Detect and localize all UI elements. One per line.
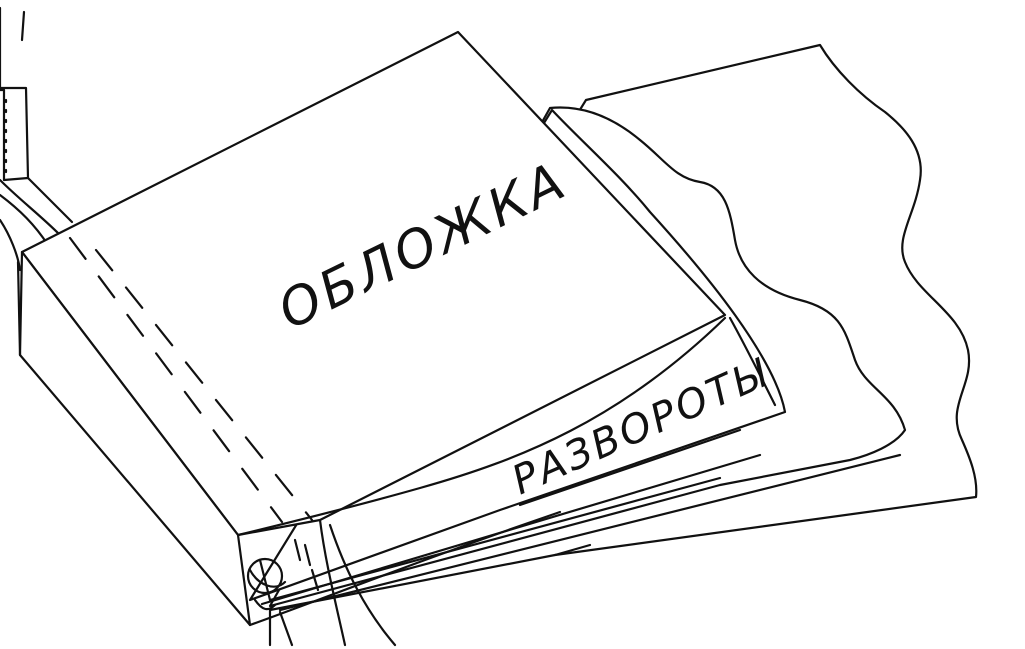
small-object-top-left xyxy=(0,8,72,270)
